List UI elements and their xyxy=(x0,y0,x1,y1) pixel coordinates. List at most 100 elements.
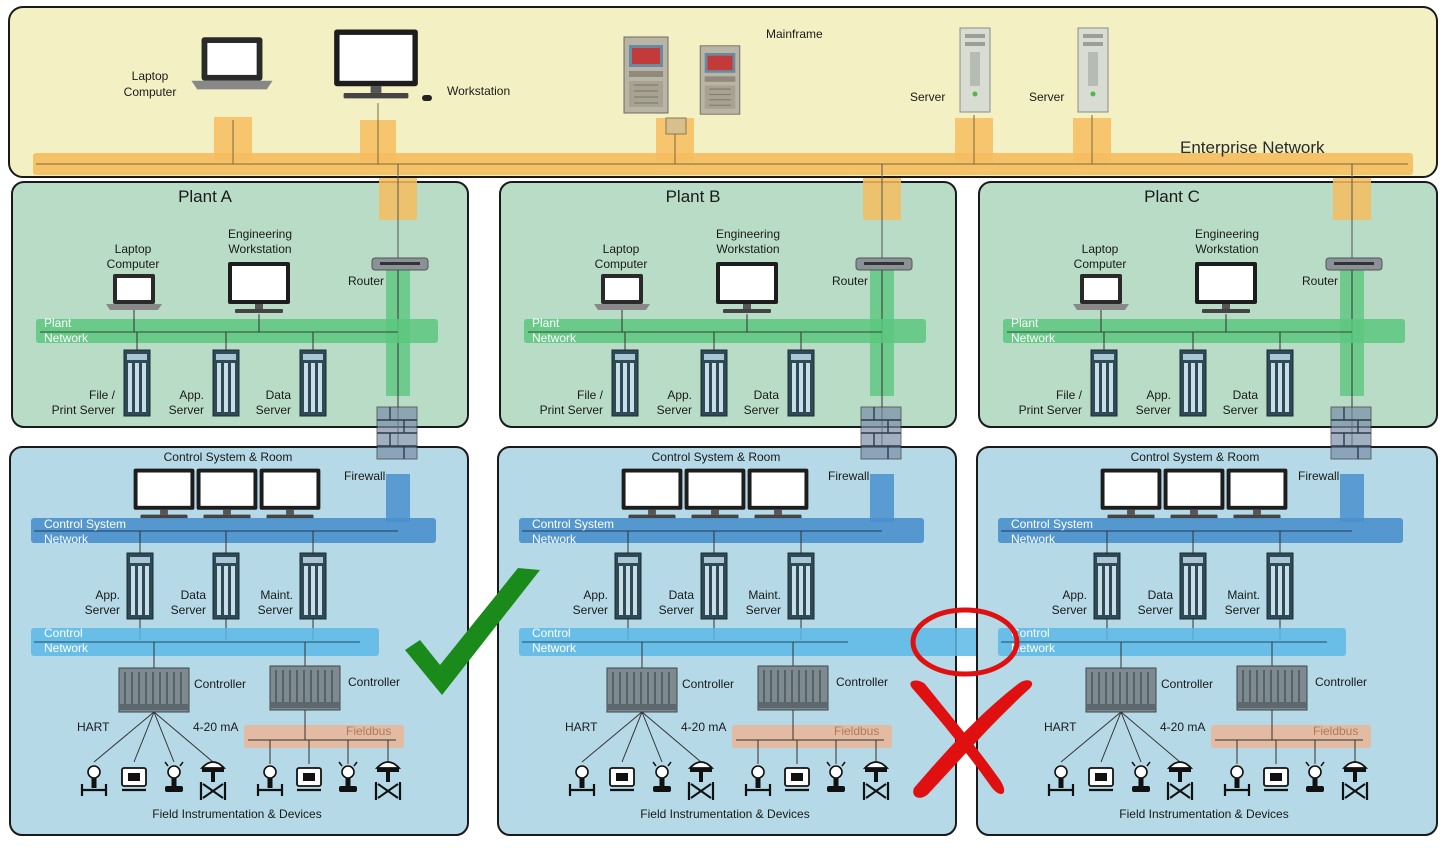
fieldbus-label: Fieldbus xyxy=(346,724,391,738)
router-icon xyxy=(1325,257,1383,271)
controller-2-icon xyxy=(1236,665,1308,711)
control-app-server-icon xyxy=(1093,552,1121,620)
maintenance-server-icon xyxy=(1266,552,1294,620)
firewall-link xyxy=(870,474,894,522)
fieldbus-label: Fieldbus xyxy=(1313,724,1358,738)
cross-mark-icon xyxy=(910,680,1033,798)
device-box-icon xyxy=(783,766,811,792)
device-box-icon xyxy=(1087,766,1115,792)
device-box-icon xyxy=(1262,766,1290,792)
control-data-server-icon xyxy=(700,552,728,620)
firewall-link xyxy=(386,474,410,522)
enterprise-server-2-label: Server xyxy=(1029,90,1064,104)
data-server-icon xyxy=(787,349,815,417)
field-instrumentation-label: Field Instrumentation & Devices xyxy=(1119,807,1288,821)
controller-1-label: Controller xyxy=(682,677,734,691)
plant-title: Plant B xyxy=(666,187,721,206)
router-icon xyxy=(371,257,429,271)
controller-1-label: Controller xyxy=(194,677,246,691)
data-server-icon xyxy=(299,349,327,417)
control-app-server-label: App.Server xyxy=(573,588,608,617)
controller-2-icon xyxy=(269,665,341,711)
fieldbus-bus xyxy=(732,725,892,748)
plant-title: Plant A xyxy=(178,187,233,206)
fieldbus-bus xyxy=(244,725,404,748)
plant-laptop-icon xyxy=(1073,274,1129,310)
field-instrumentation-label: Field Instrumentation & Devices xyxy=(152,807,321,821)
ma-label: 4-20 mA xyxy=(681,720,726,734)
enterprise-laptop-icon xyxy=(191,37,273,90)
fieldbus-bus xyxy=(1211,725,1371,748)
maintenance-server-label: Maint.Server xyxy=(746,588,781,617)
broken-link-circle xyxy=(910,607,1020,677)
app-server-icon xyxy=(212,349,240,417)
check-mark-icon xyxy=(405,568,540,695)
ma-label: 4-20 mA xyxy=(193,720,238,734)
plant-network-bus xyxy=(1003,319,1405,343)
router-label: Router xyxy=(348,274,384,288)
firewall-label: Firewall xyxy=(344,469,385,483)
control-room-label: Control System & Room xyxy=(652,450,781,464)
controller-1-icon xyxy=(1085,667,1157,713)
file-print-server-label: File /Print Server xyxy=(52,388,116,417)
plant-network-bus xyxy=(36,319,438,343)
mainframe-icon xyxy=(623,36,741,135)
firewall-label: Firewall xyxy=(828,469,869,483)
controller-2-label: Controller xyxy=(836,675,888,689)
ma-label: 4-20 mA xyxy=(1160,720,1205,734)
file-print-server-icon xyxy=(1090,349,1118,417)
device-box-icon xyxy=(295,766,323,792)
controller-2-icon xyxy=(757,665,829,711)
plant-network-bus xyxy=(524,319,926,343)
field-instrumentation-label: Field Instrumentation & Devices xyxy=(640,807,809,821)
enterprise-server-2-icon xyxy=(1077,27,1109,113)
plant-title: Plant C xyxy=(1144,187,1200,206)
control-data-server-icon xyxy=(1179,552,1207,620)
router-label: Router xyxy=(832,274,868,288)
firewall-icon xyxy=(860,406,902,460)
firewall-icon xyxy=(1330,406,1372,460)
controller-1-label: Controller xyxy=(1161,677,1213,691)
router-label: Router xyxy=(1302,274,1338,288)
hart-label: HART xyxy=(565,720,598,734)
firewall-icon xyxy=(376,406,418,460)
file-print-server-icon xyxy=(611,349,639,417)
fieldbus-label: Fieldbus xyxy=(834,724,879,738)
app-server-icon xyxy=(1179,349,1207,417)
enterprise-workstation-label: Workstation xyxy=(447,84,510,98)
device-box-icon xyxy=(120,766,148,792)
maintenance-server-label: Maint.Server xyxy=(1225,588,1260,617)
maintenance-server-icon xyxy=(299,552,327,620)
control-room-label: Control System & Room xyxy=(164,450,293,464)
app-server-label: App.Server xyxy=(169,388,204,417)
file-print-server-icon xyxy=(123,349,151,417)
firewall-link xyxy=(1340,474,1364,522)
mainframe-label: Mainframe xyxy=(766,27,823,41)
control-data-server-icon xyxy=(212,552,240,620)
device-box-icon xyxy=(608,766,636,792)
plant-laptop-icon xyxy=(594,274,650,310)
controller-1-icon xyxy=(118,667,190,713)
